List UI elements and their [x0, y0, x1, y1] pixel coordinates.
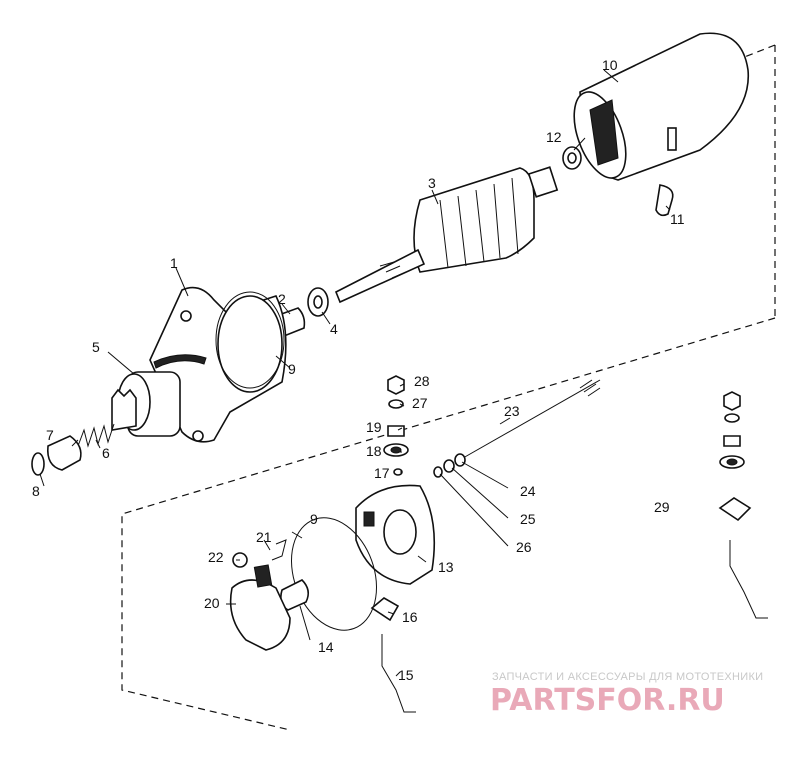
- spring-6: [77, 423, 115, 448]
- label-17: 17: [374, 465, 390, 481]
- motor-housing: [573, 32, 750, 181]
- watermark-tagline: ЗАПЧАСТИ И АКСЕССУАРЫ ДЛЯ МОТОТЕХНИКИ: [492, 671, 763, 683]
- label-7: 7: [46, 427, 54, 443]
- insulator-16: [370, 597, 400, 622]
- label-21: 21: [256, 529, 272, 545]
- label-5: 5: [92, 339, 100, 355]
- rear-cover: [355, 484, 436, 585]
- label-8: 8: [32, 483, 40, 499]
- label-19: 19: [366, 419, 382, 435]
- label-29: 29: [654, 499, 670, 515]
- label-14: 14: [318, 639, 334, 655]
- collar-7: [46, 435, 82, 471]
- label-18: 18: [366, 443, 382, 459]
- label-2: 2: [278, 291, 286, 307]
- label-4: 4: [330, 321, 338, 337]
- label-24: 24: [520, 483, 536, 499]
- o-ring-9-upper: [215, 291, 285, 389]
- label-16: 16: [402, 609, 418, 625]
- label-3: 3: [428, 175, 436, 191]
- label-15: 15: [398, 667, 414, 683]
- armature: [334, 166, 559, 304]
- label-10: 10: [602, 57, 618, 73]
- ring-8: [31, 452, 45, 476]
- terminal-assembly-29: [718, 391, 768, 619]
- label-9-upper: 9: [288, 361, 296, 377]
- label-9-lower: 9: [310, 511, 318, 527]
- label-20: 20: [204, 595, 220, 611]
- through-bolt: [455, 379, 601, 463]
- front-cover: [149, 286, 287, 443]
- label-23: 23: [504, 403, 520, 419]
- label-6: 6: [102, 445, 110, 461]
- brush-lead-part: [655, 184, 674, 217]
- label-25: 25: [520, 511, 536, 527]
- terminal-bolt-15: [381, 634, 416, 713]
- label-1: 1: [170, 255, 178, 271]
- label-11: 11: [670, 211, 685, 227]
- label-13: 13: [438, 559, 454, 575]
- label-27: 27: [412, 395, 428, 411]
- label-12: 12: [546, 129, 562, 145]
- watermark-brand: PARTSFOR.RU: [490, 683, 725, 718]
- pinion-drive: [111, 371, 181, 437]
- assembly-boundary: [121, 44, 776, 731]
- label-22: 22: [208, 549, 224, 565]
- brush-plate: [229, 579, 291, 651]
- label-28: 28: [414, 373, 430, 389]
- label-26: 26: [516, 539, 532, 555]
